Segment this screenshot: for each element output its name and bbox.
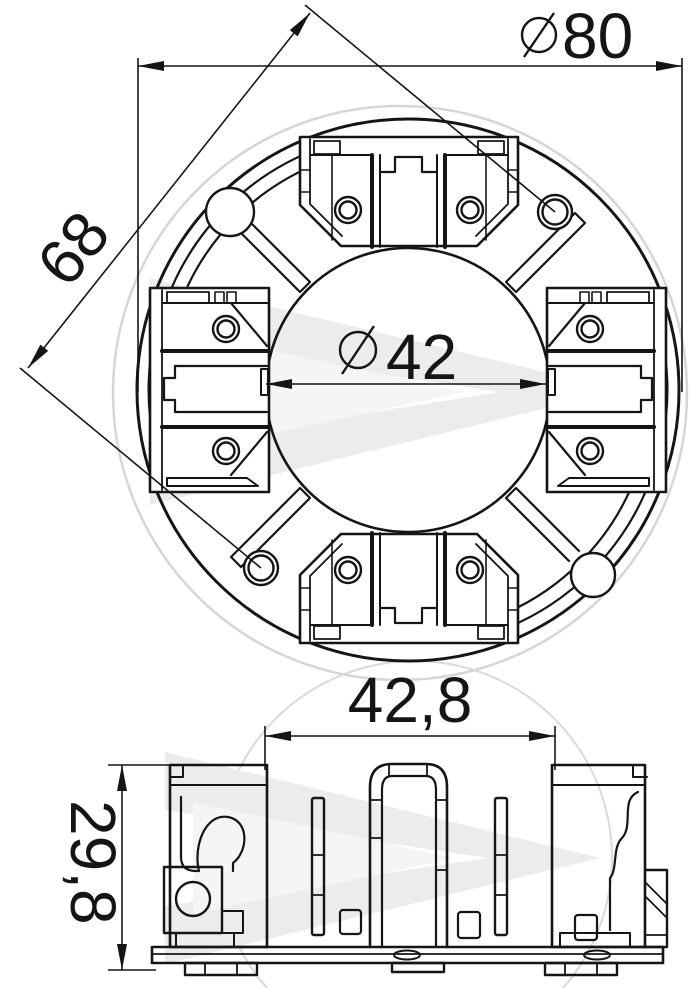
dim-overall-height-value: 29,8: [57, 800, 129, 925]
dim-overall-height: 29,8: [57, 764, 176, 971]
west-brush-box: [148, 286, 271, 494]
outer-circle: [135, 117, 681, 663]
struts: [229, 211, 587, 569]
south-brush-box: [298, 531, 520, 645]
dim-bore-diameter-value: 42: [386, 321, 457, 393]
strut-strips-side: [310, 796, 509, 937]
dim-outer-diameter-value: 80: [562, 0, 633, 72]
dim-mount-hole-spacing: 68: [19, 4, 556, 569]
dimensions: 80 42 68 42,8: [19, 0, 683, 971]
side-view: [150, 762, 669, 977]
dim-outer-diameter: 80: [137, 0, 683, 392]
diameter-symbol: [520, 12, 558, 58]
dim-bore-diameter: 42: [266, 321, 546, 393]
top-view: [135, 117, 681, 663]
dim-mount-hole-spacing-value: 68: [23, 198, 124, 299]
diameter-symbol: [338, 325, 378, 375]
dim-upper-width: 42,8: [264, 664, 556, 770]
center-channel-side: [338, 762, 482, 949]
left-brush-box-side: [162, 763, 269, 949]
dim-upper-width-value: 42,8: [348, 664, 473, 736]
right-brush-box-side: [550, 763, 669, 949]
east-brush-box: [545, 286, 668, 494]
north-brush-box: [298, 135, 520, 249]
base-plate: [150, 945, 665, 977]
